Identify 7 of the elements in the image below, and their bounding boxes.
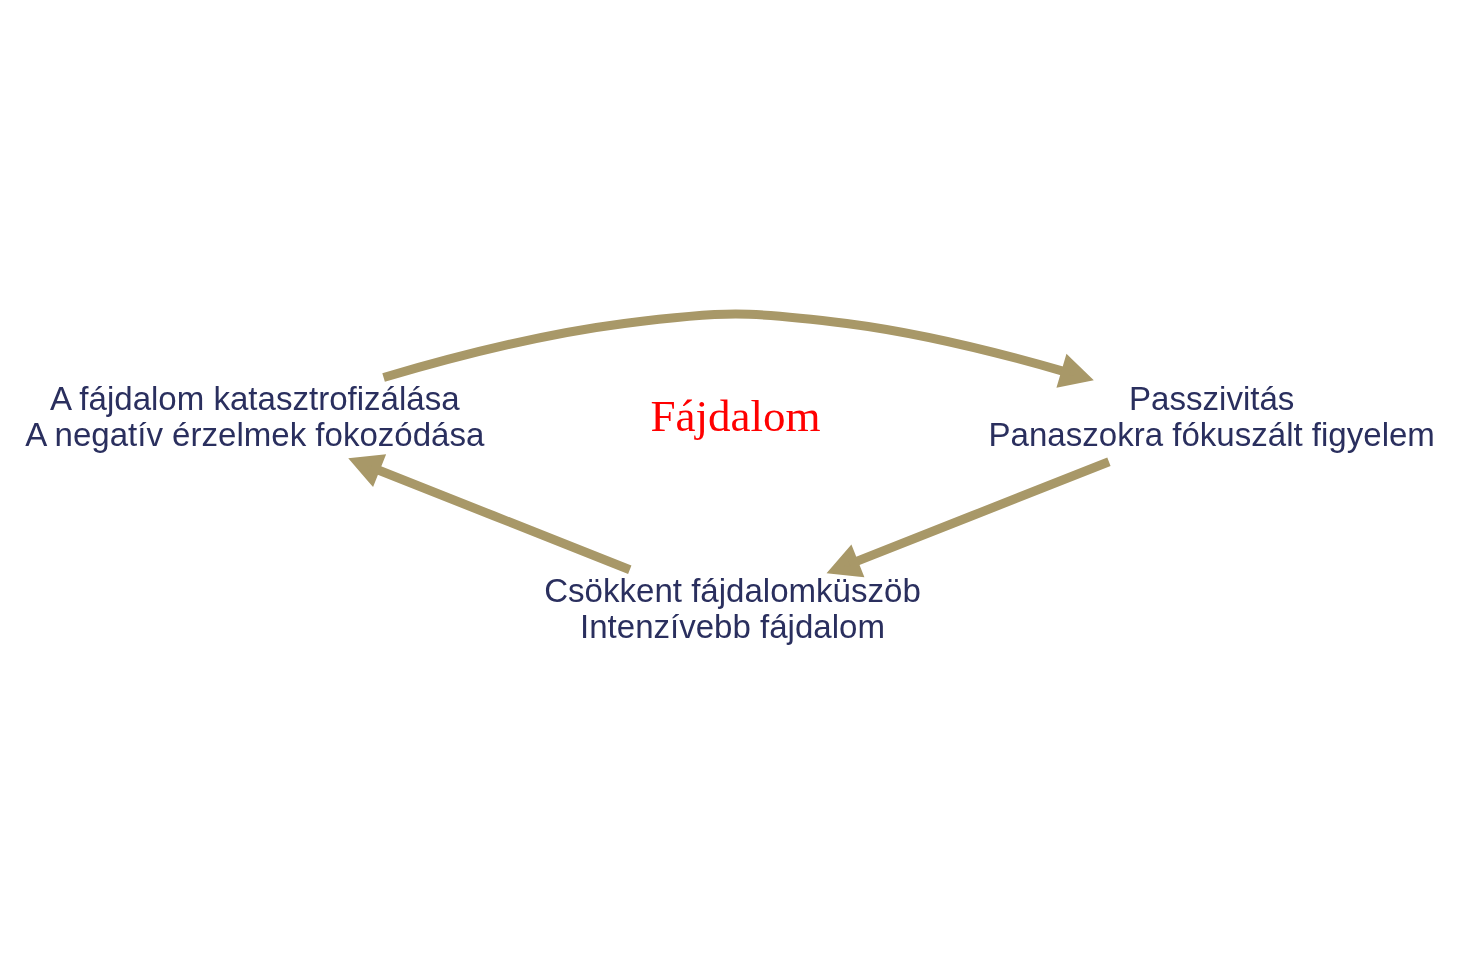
arrow xyxy=(382,309,1094,388)
node-text: Csökkent fájdalomküszöb Intenzívebb fájdalom xyxy=(544,572,921,646)
node-text: Passzivitás Panaszokra fókuszált figyelem xyxy=(988,380,1435,454)
label: Fájdalom xyxy=(650,390,821,441)
arrow xyxy=(826,457,1111,578)
node-text: A fájdalom katasztrofizálása A negatív érzelmek fokozódása xyxy=(25,380,485,454)
arrow xyxy=(348,454,632,574)
